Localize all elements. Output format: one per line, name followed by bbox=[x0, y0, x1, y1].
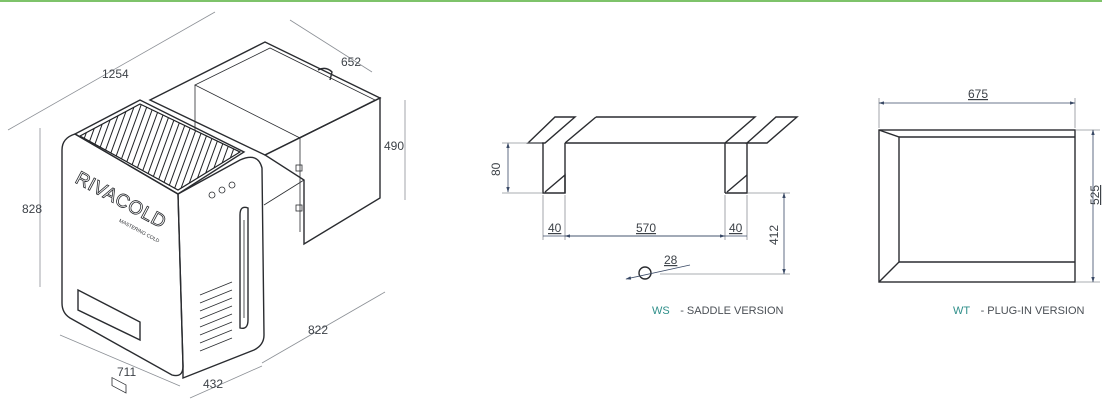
saddle-left-top bbox=[564, 116, 597, 144]
control-knob-2 bbox=[218, 186, 226, 194]
dim-label-525: 525 bbox=[1088, 185, 1102, 205]
condenser-base-edge bbox=[263, 179, 305, 206]
saddle-right-leg-diag bbox=[726, 174, 748, 193]
saddle-left-flange bbox=[526, 116, 577, 144]
dim-line-1254 bbox=[7, 11, 216, 131]
unit-front-face bbox=[61, 133, 184, 377]
plugin-caption-code: WT bbox=[953, 305, 970, 317]
unit-right-face bbox=[177, 156, 265, 380]
leader-28 bbox=[625, 264, 691, 280]
dim-label-40-left: 40 bbox=[548, 221, 562, 235]
side-vents bbox=[199, 281, 233, 352]
dim-label-822: 822 bbox=[308, 323, 328, 337]
control-knob bbox=[208, 191, 216, 199]
dim-line-432 bbox=[189, 365, 263, 399]
saddle-view: 80 40 570 40 412 28 WS - SADDLE VERSION bbox=[489, 116, 799, 318]
dim-label-711: 711 bbox=[117, 365, 136, 379]
condenser-side bbox=[263, 96, 381, 246]
dim-label-432: 432 bbox=[203, 377, 223, 391]
dim-label-652: 652 bbox=[341, 55, 361, 69]
saddle-caption: WS - SADDLE VERSION bbox=[652, 301, 784, 318]
plugin-frame-left bbox=[878, 129, 900, 283]
dim-line-652 bbox=[289, 19, 373, 73]
dim-label-1254: 1254 bbox=[102, 67, 129, 81]
dim-label-490: 490 bbox=[384, 139, 404, 153]
fan-guard bbox=[317, 67, 333, 81]
brand-logo: RIVACOLD MASTERING COLD bbox=[71, 167, 170, 244]
top-grill bbox=[78, 103, 242, 191]
top-face bbox=[73, 99, 246, 195]
saddle-right-leg bbox=[725, 142, 748, 194]
dim-line-822 bbox=[261, 291, 386, 364]
saddle-left-leg bbox=[542, 143, 566, 194]
dim-label-40-right: 40 bbox=[729, 221, 743, 235]
dim-label-80: 80 bbox=[489, 162, 503, 176]
dim-label-570: 570 bbox=[636, 221, 656, 235]
top-rule bbox=[0, 0, 1102, 2]
front-label-plate bbox=[111, 376, 127, 394]
plugin-frame-outer bbox=[878, 129, 1076, 283]
dim-label-412: 412 bbox=[767, 225, 781, 245]
control-knob-3 bbox=[228, 181, 236, 189]
fastener-b bbox=[295, 204, 303, 212]
condenser-inner-edge bbox=[194, 47, 376, 139]
saddle-right-flange bbox=[745, 116, 799, 144]
dim-label-28: 28 bbox=[664, 253, 678, 267]
plugin-caption-text: - PLUG-IN VERSION bbox=[981, 305, 1085, 317]
plugin-caption: WT - PLUG-IN VERSION bbox=[953, 301, 1085, 318]
saddle-caption-code: WS bbox=[652, 305, 670, 317]
fastener-a bbox=[295, 164, 303, 172]
dim-line-711 bbox=[59, 334, 181, 387]
side-handle bbox=[239, 206, 249, 330]
plugin-view: 675 525 WT - PLUG-IN VERSION bbox=[878, 87, 1102, 318]
front-panel bbox=[77, 288, 141, 342]
saddle-span bbox=[565, 116, 757, 144]
saddle-caption-text: - SADDLE VERSION bbox=[680, 305, 783, 317]
dim-label-828: 828 bbox=[22, 202, 42, 216]
unit-isometric-view: RIVACOLD MASTERING COLD 1254 652 490 828… bbox=[7, 11, 406, 399]
mounting-hole bbox=[638, 266, 652, 280]
dim-label-675: 675 bbox=[968, 87, 988, 101]
